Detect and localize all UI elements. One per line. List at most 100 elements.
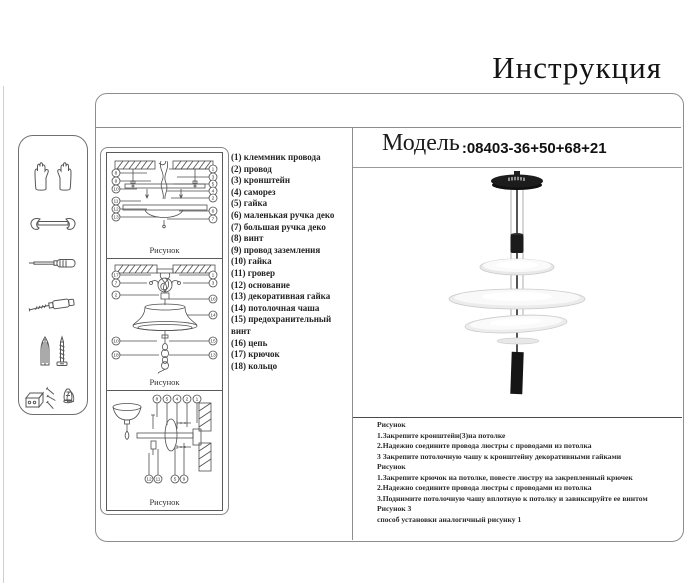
model-row: Модель :08403-36+50+68+21: [382, 130, 607, 157]
anchor-screw-icon: [19, 334, 87, 370]
figure-2-label: Рисунок: [149, 377, 180, 387]
callout: 11: [153, 474, 163, 484]
svg-text:5: 5: [212, 182, 215, 188]
callout: 5: [162, 394, 172, 404]
part-item: (6) маленькая ручка деко: [231, 209, 335, 220]
figure-1-label: Рисунок: [149, 245, 180, 255]
part-item: (1) клеммник провода: [231, 152, 321, 162]
callout: 8: [111, 168, 121, 178]
svg-text:4: 4: [212, 189, 215, 195]
wires: [158, 160, 169, 200]
svg-text:3: 3: [212, 175, 215, 181]
part-item: (15) предохранительный винт: [231, 314, 332, 336]
parts-list: (1) клеммник провода (2) провод (3) крон…: [231, 152, 343, 372]
instruction-line: способ установки аналогичный рисунку 1: [377, 514, 522, 524]
pendant-lamp-illustration: [425, 168, 605, 413]
instruction-line: 3 Закрепите потолочную чашу к кронштейну…: [377, 451, 622, 461]
part-item: (7) большая ручка деко: [231, 221, 326, 232]
svg-text:13: 13: [210, 353, 216, 359]
wrench-icon: [19, 214, 87, 232]
part-item: (11) гровер: [231, 267, 275, 278]
part-item: (12) основание: [231, 279, 290, 290]
callout: 11: [111, 196, 121, 206]
svg-text:4: 4: [176, 397, 179, 403]
figure-1: 8 9 10 11 12 13 1 3 5 4 2 6 7 Рисунок: [106, 152, 223, 259]
figure-2: 17 7 2 10 18 1 3 16 14 15 13 Рисунок: [106, 258, 223, 391]
svg-text:6: 6: [212, 209, 215, 215]
callout: 10: [111, 336, 121, 346]
callout: 4: [172, 394, 182, 404]
drill-bit-icon: [19, 294, 87, 316]
svg-text:9: 9: [183, 477, 186, 483]
part-item: (9) провод заземления: [231, 244, 321, 255]
svg-text:5: 5: [174, 477, 177, 483]
instruction-line: Рисунок: [377, 462, 406, 472]
model-label: Модель: [382, 130, 460, 156]
driver-cylinder: [510, 235, 524, 253]
svg-text:2: 2: [186, 397, 189, 403]
svg-text:1: 1: [212, 273, 215, 279]
part-item: (16) цепь: [231, 337, 268, 348]
figures-panel: 8 9 10 11 12 13 1 3 5 4 2 6 7 Рисунок: [100, 147, 229, 515]
ceiling-canopy: [491, 174, 543, 188]
svg-text:12: 12: [146, 477, 152, 483]
part-item: (18) кольцо: [231, 360, 278, 371]
part-item: (8) винт: [231, 233, 264, 244]
part-item: (10) гайка: [231, 256, 272, 267]
callout: 1: [208, 270, 218, 280]
part-item: (13) декоративная гайка: [231, 291, 331, 302]
svg-text:2: 2: [212, 196, 215, 202]
figure-3-diagram: 8 5 4 2 1 12 11 5 9: [112, 394, 212, 484]
callout: 13: [111, 212, 121, 222]
part-item: (3) кронштейн: [231, 175, 291, 186]
svg-text:11: 11: [156, 477, 161, 483]
instruction-line: 1.Закрепите крючок на потолке, повесте л…: [377, 472, 633, 482]
tools-panel: [18, 135, 88, 415]
part-item: (17) крючок: [231, 349, 280, 360]
instruction-line: 3.Поднимите потолочную чашу вплотную к п…: [377, 493, 648, 503]
column-divider: [352, 128, 353, 540]
callout: 5: [170, 474, 180, 484]
callout: 12: [111, 204, 121, 214]
callout: 14: [208, 310, 218, 320]
svg-text:1: 1: [212, 167, 215, 173]
page-title: Инструкция: [492, 50, 662, 85]
instruction-line: 1.Закрепите кронштейн(3)на потолке: [377, 430, 506, 440]
figure-2-diagram: 17 7 2 10 18 1 3 16 14 15 13: [111, 264, 218, 374]
ceiling-hatch: [116, 264, 212, 274]
callout: 6: [208, 206, 218, 216]
figure-3-label: Рисунок: [149, 497, 180, 507]
wires: [159, 272, 171, 293]
header-divider: [96, 127, 681, 128]
part-item: (14) потолочная чаша: [231, 302, 320, 313]
wall-hatch: [198, 402, 212, 468]
gloves-icon: [19, 158, 87, 194]
part-item: (2) провод: [231, 163, 272, 174]
figure-1-diagram: 8 9 10 11 12 13 1 3 5 4 2 6 7: [111, 160, 218, 229]
callout: 15: [208, 336, 218, 346]
svg-text:16: 16: [210, 297, 216, 303]
instruction-line: Рисунок: [377, 420, 406, 429]
model-number: :08403-36+50+68+21: [461, 140, 607, 157]
svg-text:15: 15: [210, 339, 216, 345]
svg-text:10: 10: [113, 187, 119, 193]
svg-text:9: 9: [115, 179, 118, 185]
callout: 13: [208, 350, 218, 360]
fasteners-icon: [19, 382, 87, 412]
callout: 17: [111, 270, 121, 280]
instruction-line: 2.Надежно соедините провода люстры с про…: [377, 441, 592, 451]
callout: 2: [182, 394, 192, 404]
svg-text:7: 7: [115, 281, 118, 287]
callout: 10: [111, 184, 121, 194]
svg-text:10: 10: [113, 339, 119, 345]
ceiling-hatch: [116, 160, 212, 170]
disc-tiny: [496, 337, 540, 345]
scan-edge-line: [3, 86, 4, 583]
installation-instructions: Рисунок 1.Закрепите кронштейн(3)на потол…: [377, 420, 677, 525]
callout: 12: [144, 474, 154, 484]
svg-text:12: 12: [113, 207, 119, 213]
instruction-line: 2.Надежно соедините провода люстры с про…: [377, 483, 592, 493]
callout: 2: [111, 290, 121, 300]
content-frame: [95, 93, 684, 542]
